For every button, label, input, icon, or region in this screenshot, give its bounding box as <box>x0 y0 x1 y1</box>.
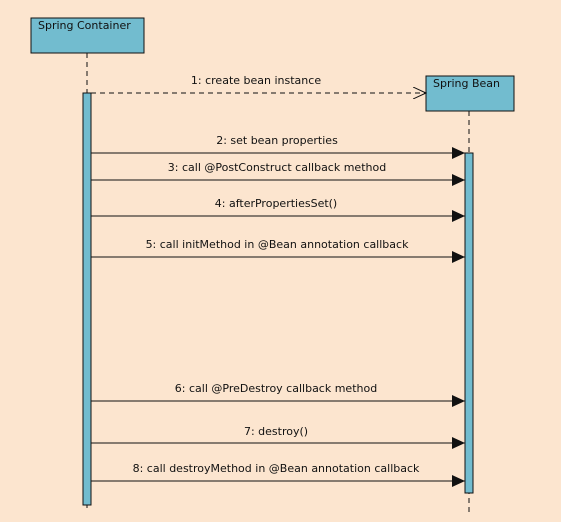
message-2-label: 2: set bean properties <box>216 134 338 147</box>
message-3-label: 3: call @PostConstruct callback method <box>167 161 387 174</box>
bean-label: Spring Bean <box>433 77 501 90</box>
message-4-label: 4: afterPropertiesSet() <box>214 197 338 210</box>
message-5-label: 5: call initMethod in @Bean annotation c… <box>145 238 409 251</box>
message-6-label: 6: call @PreDestroy callback method <box>174 382 378 395</box>
message-8-label: 8: call destroyMethod in @Bean annotatio… <box>132 462 420 475</box>
container-activation <box>82 92 92 506</box>
bean-activation <box>464 152 474 494</box>
message-7-label: 7: destroy() <box>243 425 309 438</box>
container-label: Spring Container <box>38 19 131 32</box>
message-1-label: 1: create bean instance <box>190 74 322 87</box>
container-box <box>30 17 145 54</box>
